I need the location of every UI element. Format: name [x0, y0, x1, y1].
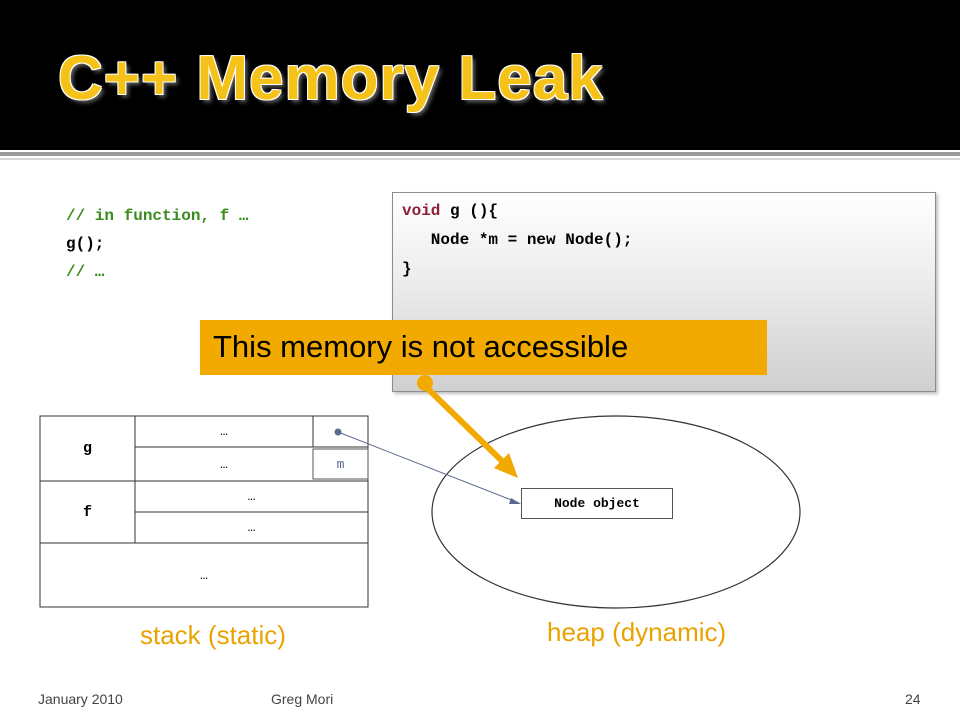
caller-comment-line: // in function, f …	[66, 207, 249, 225]
g-cell-top: …	[220, 424, 228, 439]
g-cell-mid: …	[220, 456, 228, 472]
callout-text: This memory is not accessible	[213, 329, 629, 364]
function-g-code: void g (){ Node *m = new Node(); }	[402, 197, 632, 284]
heap-label: heap (dynamic)	[547, 617, 727, 647]
pointer-arrowhead	[509, 498, 521, 504]
g-variable-m: m	[336, 456, 345, 472]
caller-ellipsis-line: // …	[66, 263, 105, 281]
stack-label: stack (static)	[140, 620, 286, 650]
caller-call-line: g();	[66, 235, 105, 253]
function-signature: g (){	[440, 202, 499, 220]
footer-date: January 2010	[38, 691, 123, 707]
slide-number: 24	[905, 691, 921, 707]
title-bar	[0, 0, 960, 150]
allocation-line: Node *m = new Node();	[402, 231, 633, 249]
f-cell-bottom: …	[247, 520, 256, 535]
title-divider	[0, 152, 960, 156]
footer-author: Greg Mori	[271, 691, 334, 707]
caller-code: // in function, f … g(); // …	[66, 202, 248, 286]
stack-frame-g-label: g	[82, 440, 92, 457]
void-keyword: void	[402, 202, 441, 220]
node-object: Node object	[521, 488, 673, 519]
callout-arrow-line	[422, 383, 506, 465]
callout-box	[200, 320, 767, 375]
g-cell-m-border	[312, 448, 369, 480]
stack-frame-f-label: f	[82, 503, 92, 521]
stack-bottom-cell: …	[200, 567, 208, 583]
pointer-arrow-line	[337, 431, 520, 504]
callout-arrowhead	[494, 453, 518, 478]
slide-title: C++ Memory Leak	[58, 44, 604, 113]
title-divider-light	[0, 158, 960, 160]
pointer-origin-dot	[334, 428, 342, 436]
callout-arrow-base	[417, 375, 433, 391]
closing-brace: }	[402, 260, 412, 278]
f-cell-top: …	[247, 489, 256, 504]
